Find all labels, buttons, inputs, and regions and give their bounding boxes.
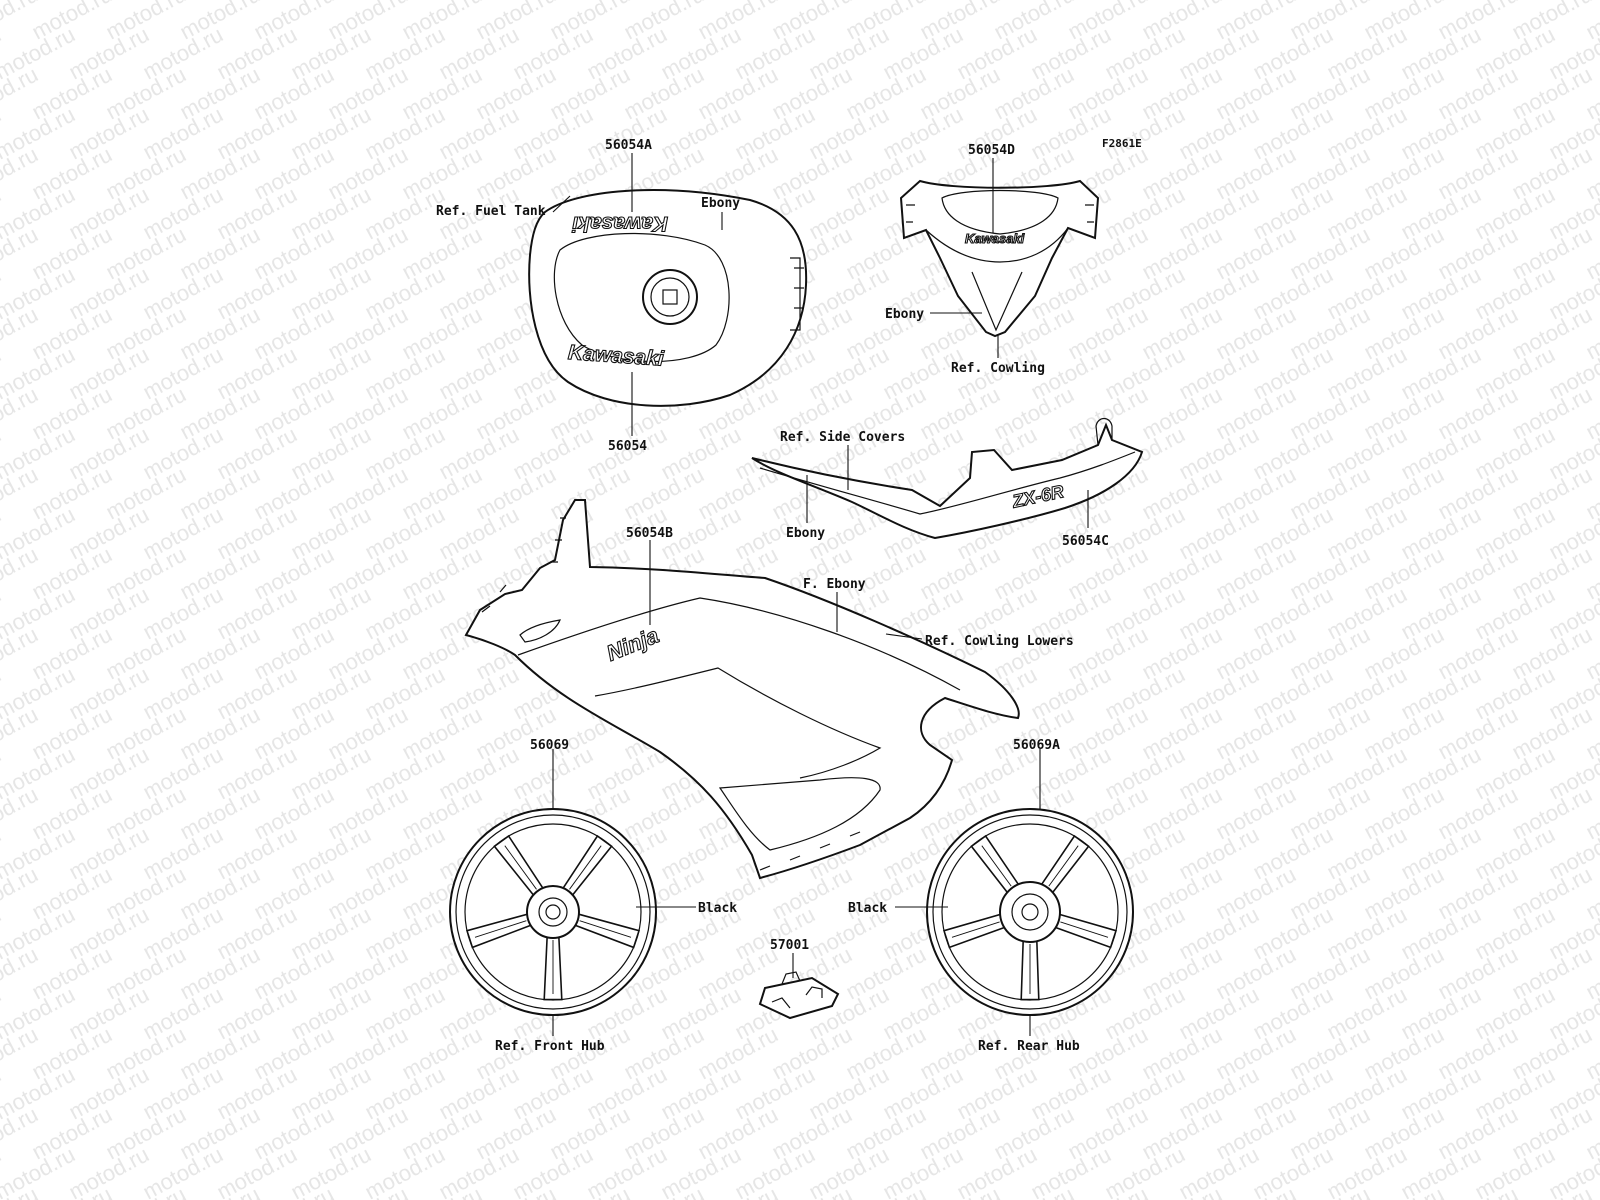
fuel-tank-group: Kawasaki Kawasaki [528,189,808,407]
side-fairing-scoop [519,619,561,643]
upper-cowling-windscreen [941,189,1059,235]
label-front-black: Black [698,901,737,916]
callout-labels: 56054A Ref. Fuel Tank Ebony 56054 56054D… [436,138,1109,1054]
rear-wheel-hub [999,881,1061,943]
rear-wheel-group [926,808,1134,1016]
label-rear-black: Black [848,901,887,916]
seat-cowl-group: ZX-6R [751,417,1144,540]
side-fairing-group: Ninja [464,499,1020,880]
label-56054c: 56054C [1062,534,1109,549]
wheel-spoke-ridge [569,845,602,890]
wheel-spoke-ridge [504,845,537,890]
front-wheel-axle-bore [545,904,561,920]
wheel-spoke-ridge [579,920,632,938]
rear-wheel-rim-mid [932,814,1128,1010]
upper-cowling-outline [899,179,1100,338]
label-cowling-ebony: Ebony [885,307,924,322]
upper-cowling-group: Kawasaki [899,179,1100,338]
front-wheel-rim-mid [455,814,651,1010]
wheel-spoke-ridge [474,920,527,938]
seat-cowl-inner-line [759,451,1136,515]
label-ref-front-hub: Ref. Front Hub [495,1039,605,1054]
label-ref-side-covers: Ref. Side Covers [780,430,905,445]
side-fairing-outline [464,499,1020,880]
label-56054a: 56054A [605,138,652,153]
label-tank-ebony: Ebony [701,196,740,211]
front-wheel-hub [526,885,580,939]
label-f-ebony: F. Ebony [803,577,866,592]
label-ref-cowling-lowers: Ref. Cowling Lowers [925,634,1074,649]
wheel-spoke-ridge [1060,921,1109,938]
tank-decal-top: Kawasaki [571,211,669,235]
fuel-tank-inner-panel [553,232,730,363]
leader-lines [552,153,1089,1036]
side-fairing-upper-stripe [517,597,961,691]
fuel-cap-inner [650,277,690,317]
label-ref-cowling: Ref. Cowling [951,361,1045,376]
label-56054b: 56054B [626,526,673,541]
wheel-spoke-ridge [981,845,1012,887]
label-57001: 57001 [770,938,809,953]
clip-group [758,971,840,1020]
leader-ref-cowling-lowers [885,633,923,640]
label-ref-fuel-tank: Ref. Fuel Tank [436,204,546,219]
side-fairing-bottom-holes [759,831,861,871]
upper-cowling-center-line [971,271,1023,332]
wheel-spoke-ridge [1048,845,1079,887]
front-wheel-group [449,808,657,1016]
figure-code: F2861E [1102,137,1142,150]
front-wheel-spokes [465,834,641,1001]
side-fairing-vent [718,777,881,851]
fuel-tank-rear-bracket [790,257,804,331]
front-wheel-axle [538,897,568,927]
side-fairing-bracket [481,517,566,613]
rear-wheel-sprocket-seat [1011,893,1049,931]
cowling-decal: Kawasaki [965,231,1025,246]
label-ref-rear-hub: Ref. Rear Hub [978,1039,1080,1054]
clip-tabs [771,971,823,1009]
wheel-spoke-ridge [951,921,1000,938]
seat-cowl-outline [751,422,1144,540]
rear-wheel-axle-bore [1021,903,1039,921]
upper-cowling-lower-edge [925,227,1069,263]
side-fairing-mid-panel [594,667,882,779]
upper-cowling-mount-right [1085,204,1094,223]
label-56054: 56054 [608,439,647,454]
label-56069a: 56069A [1013,738,1060,753]
label-56054d: 56054D [968,143,1015,158]
fuel-cap-keyhole [662,289,678,305]
upper-cowling-mount-left [906,204,915,223]
label-side-ebony: Ebony [786,526,825,541]
leader-ref-fuel-tank [552,195,571,213]
label-56069: 56069 [530,738,569,753]
rear-wheel-spokes [942,834,1118,1001]
svg-text:Kawasaki: Kawasaki [571,212,668,235]
seat-cowl-tail-hook [1095,417,1113,446]
